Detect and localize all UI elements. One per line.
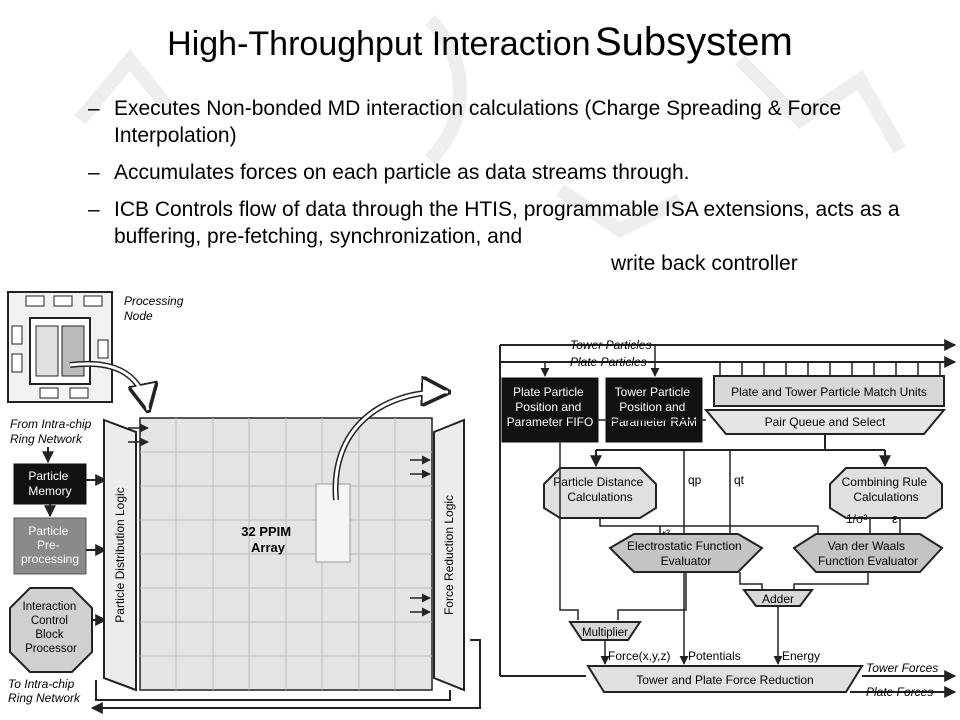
force-reduction-block (586, 665, 864, 693)
slide-title: High-Throughput Interaction Subsystem (0, 20, 960, 65)
bullet-text: Accumulates forces on each particle as d… (114, 161, 690, 184)
multiplier-label: Multiplier (582, 627, 628, 639)
icb-processor-block (9, 587, 93, 673)
epsilon-label: ε (892, 511, 898, 526)
distribution-logic-block (103, 418, 137, 692)
pair-queue-label: Pair Queue and Select (765, 415, 886, 429)
bullet-text: ICB Controls flow of data through the HT… (114, 198, 900, 248)
icb-processor-label: Interaction Control Block Processor (23, 601, 80, 655)
qp-label: qp (688, 473, 702, 487)
array-input-arrows (128, 423, 431, 617)
bullet-item: – Executes Non-bonded MD interaction cal… (88, 95, 908, 149)
ppim-array-label: 32 PPIM Array (241, 524, 294, 555)
vdw-evaluator-block (792, 533, 944, 573)
pair-queue-block (703, 409, 947, 435)
energy-label: Energy (782, 649, 820, 663)
bullet-text: Executes Non-bonded MD interaction calcu… (114, 97, 842, 147)
match-units-block (713, 375, 945, 407)
tower-ram-label: Tower Particle Position and Parameter RA… (611, 385, 697, 429)
multiplier-block (568, 621, 642, 641)
distribution-logic-label: Particle Distribution Logic (113, 487, 127, 622)
processing-node-label: Processing Node (124, 294, 187, 323)
plate-particles-label: Plate Particles (570, 355, 647, 369)
bus-taps (540, 345, 941, 377)
tower-particles-label: Tower Particles (570, 338, 652, 352)
qt-label: qt (734, 473, 745, 487)
particle-preprocessing-block (13, 517, 87, 575)
title-part1: High-Throughput Interaction (167, 25, 591, 63)
bullet-list: – Executes Non-bonded MD interaction cal… (88, 95, 908, 287)
combining-rule-block (829, 467, 943, 519)
vdw-evaluator-label: Van der Waals Function Evaluator (818, 539, 918, 568)
tower-forces-label: Tower Forces (866, 661, 938, 675)
title-part2: Subsystem (594, 20, 793, 64)
distance-calc-block (543, 467, 657, 519)
force-xyz-label: Force(x,y,z) (608, 649, 670, 663)
potentials-label: Potentials (688, 649, 741, 663)
inv-sigma-label: 1/σ² (846, 512, 867, 526)
bullet-marker: – (88, 161, 100, 184)
ppim-array (139, 417, 433, 691)
plate-fifo-block (501, 377, 599, 443)
to-ring-label: To Intra-chip Ring Network (8, 677, 81, 705)
bullet-text-wrapper: ICB Controls flow of data through the HT… (114, 196, 908, 277)
reduction-logic-block (433, 418, 465, 692)
adder-block (742, 589, 814, 607)
particle-memory-label: Particle Memory (28, 469, 71, 498)
electrostatic-evaluator-block (608, 533, 764, 573)
processing-node-chip (7, 291, 113, 403)
combining-rule-label: Combining Rule Calculations (842, 475, 931, 504)
distance-calc-label: Particle Distance Calculations (553, 475, 646, 504)
match-units-label: Plate and Tower Particle Match Units (731, 385, 927, 399)
tower-ram-block (605, 377, 703, 443)
bullet-marker: – (88, 97, 100, 120)
particle-preprocessing-label: Particle Pre- processing (21, 524, 79, 566)
bullet-marker: – (88, 198, 100, 221)
adder-label: Adder (762, 592, 794, 606)
bullet-item: – ICB Controls flow of data through the … (88, 196, 908, 277)
bullet-text-tail: write back controller (611, 252, 798, 275)
right-diagram: Tower Particles Plate Particles Plate Pa… (499, 338, 957, 699)
reduction-logic-label: Force Reduction Logic (442, 495, 456, 615)
return-path (95, 680, 451, 701)
force-reduction-label: Tower and Plate Force Reduction (636, 673, 813, 687)
left-diagram: Processing Node From Intra-chip Ring Net… (7, 291, 481, 714)
from-ring-label: From Intra-chip Ring Network (10, 417, 95, 446)
bullet-item: – Accumulates forces on each particle as… (88, 159, 908, 186)
plate-forces-label: Plate Forces (866, 685, 933, 699)
electrostatic-evaluator-label: Electrostatic Function Evaluator (627, 539, 745, 568)
plate-fifo-label: Plate Particle Position and Parameter FI… (507, 385, 594, 429)
